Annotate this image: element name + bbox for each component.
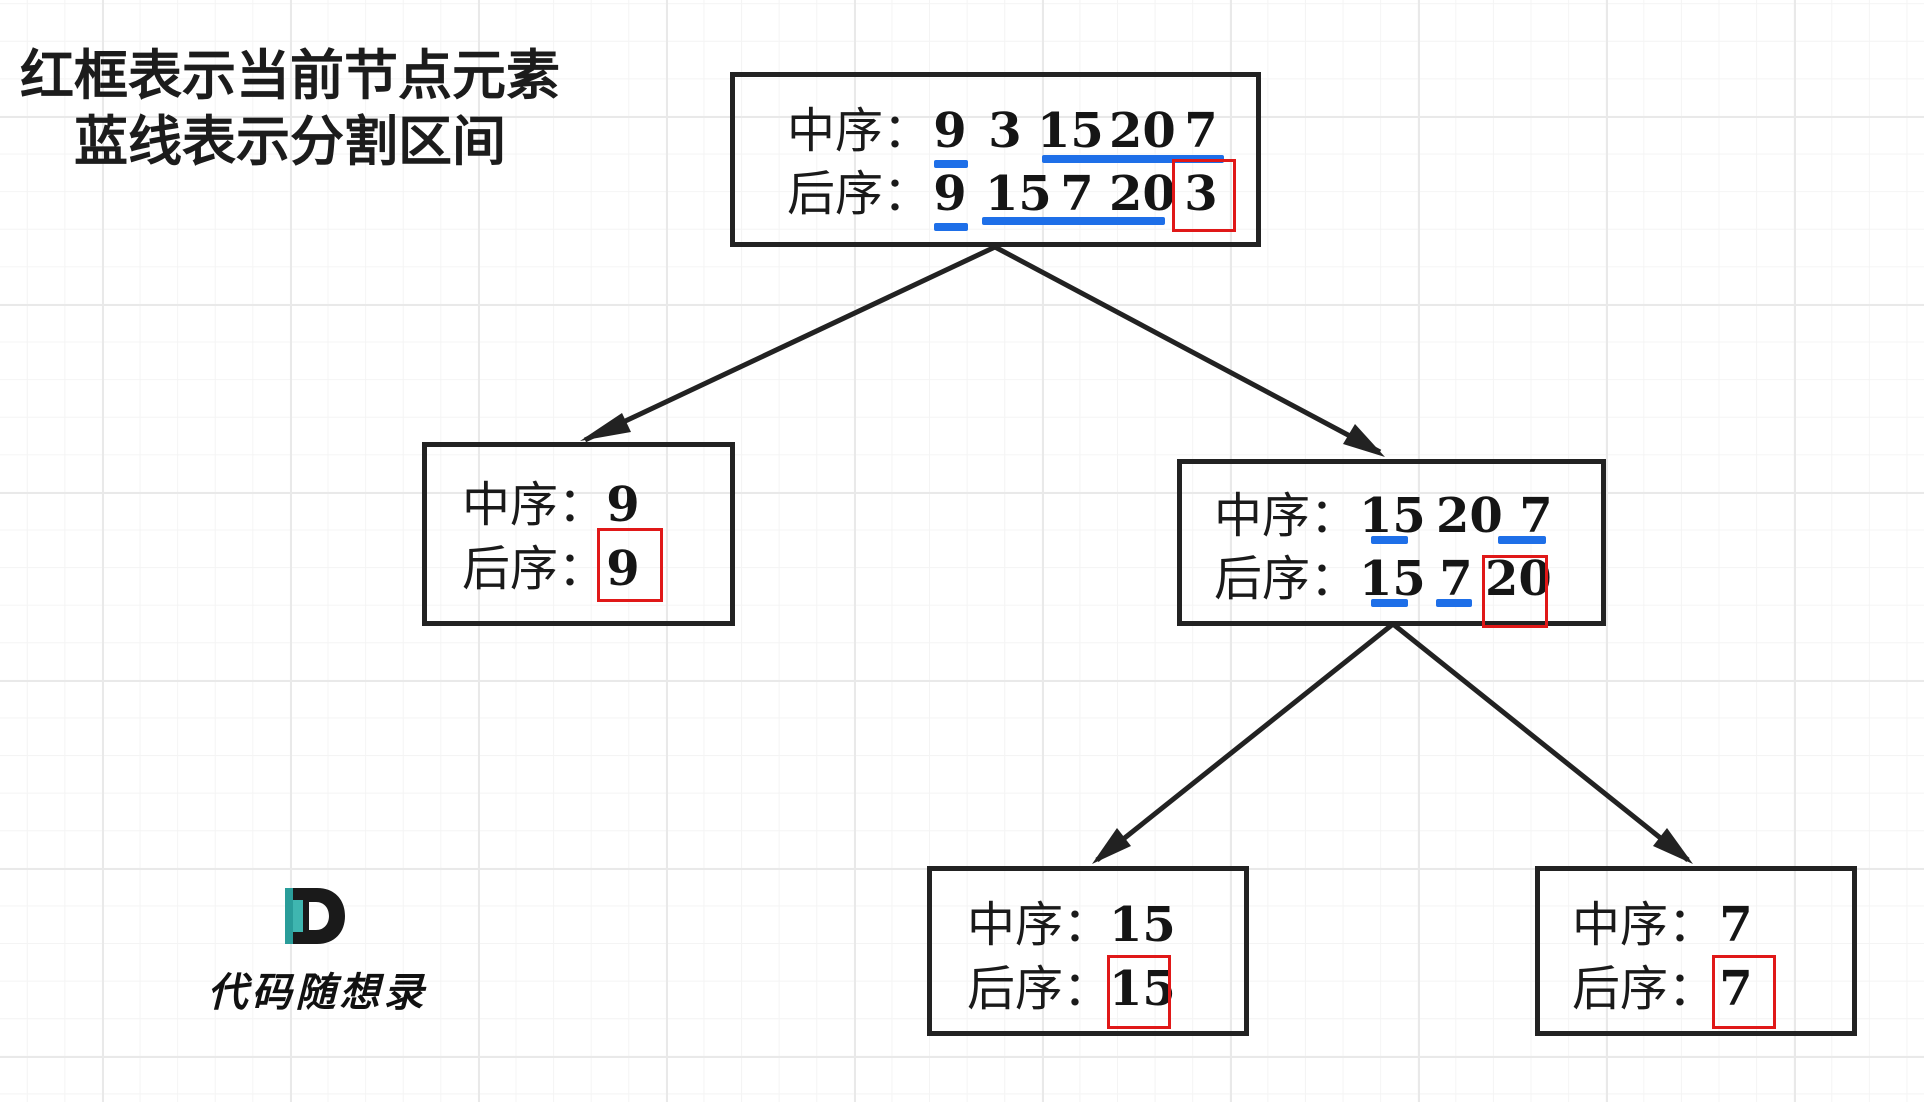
current-node-box (1712, 955, 1776, 1029)
root-postorder-value: 3 (1184, 166, 1218, 222)
inorder-label: 中序： (967, 897, 1112, 953)
root-postorder-value: 7 (1060, 166, 1094, 222)
postorder-label: 后序： (1572, 961, 1717, 1017)
rightleft-postorder-row: 后序： 15 (932, 957, 1242, 1021)
left-postorder-row: 后序： 9 (427, 537, 727, 601)
node-right: 中序： 15 20 7 后序： 15 7 20 (1177, 459, 1606, 628)
inorder-label: 中序： (1214, 488, 1359, 544)
root-inorder-value: 3 (988, 103, 1022, 159)
left-postorder-value: 9 (606, 541, 640, 597)
right-inorder-row: 中序： 15 20 7 (1182, 484, 1602, 548)
split-line (1436, 599, 1472, 607)
root-postorder-row: 后序： 9 15 7 20 3 (735, 162, 1255, 226)
current-node-box (597, 528, 663, 602)
edge-root-left-arrowhead (580, 413, 631, 441)
node-left: 中序： 9 后序： 9 (422, 442, 735, 626)
rightright-postorder-row: 后序： 7 (1540, 957, 1850, 1021)
split-line (934, 223, 968, 231)
rightright-postorder-value: 7 (1719, 961, 1753, 1017)
legend-line-red-box: 红框表示当前节点元素 (20, 43, 560, 107)
logo: 代码随想录 (195, 880, 440, 1020)
logo-d-icon (285, 888, 345, 944)
current-node-box (1482, 555, 1548, 628)
node-root: 中序： 9 3 15 20 7 后序： 9 15 7 20 3 (730, 72, 1261, 247)
right-postorder-row: 后序： 15 7 20 (1182, 547, 1602, 611)
split-line (1042, 155, 1224, 163)
logo-text: 代码随想录 (207, 970, 428, 1016)
right-inorder-value: 20 (1436, 488, 1503, 544)
postorder-label: 后序： (787, 166, 932, 222)
rightleft-inorder-value: 15 (1109, 897, 1176, 953)
legend: 红框表示当前节点元素 蓝线表示分割区间 (20, 42, 560, 174)
split-line (982, 217, 1165, 225)
split-line (1371, 536, 1408, 544)
root-postorder-value: 20 (1109, 166, 1176, 222)
rightleft-inorder-row: 中序： 15 (932, 893, 1242, 957)
edge-right-rightright-arrowhead (1653, 828, 1693, 864)
root-inorder-value: 9 (933, 103, 967, 159)
right-postorder-value: 7 (1439, 551, 1473, 607)
root-inorder-value: 20 (1109, 103, 1176, 159)
inorder-label: 中序： (462, 477, 607, 533)
inorder-label: 中序： (787, 103, 932, 159)
right-inorder-value: 15 (1359, 488, 1426, 544)
current-node-box (1107, 955, 1171, 1029)
root-postorder-value: 9 (933, 166, 967, 222)
legend-line-blue-line: 蓝线表示分割区间 (74, 109, 506, 173)
left-inorder-row: 中序： 9 (427, 473, 727, 537)
split-line (1371, 599, 1408, 607)
right-postorder-value: 15 (1359, 551, 1426, 607)
postorder-label: 后序： (967, 961, 1112, 1017)
edge-root-left (583, 244, 997, 443)
root-inorder-value: 7 (1184, 103, 1218, 159)
postorder-label: 后序： (462, 541, 607, 597)
inorder-label: 中序： (1572, 897, 1717, 953)
split-line (1498, 536, 1546, 544)
root-inorder-row: 中序： 9 3 15 20 7 (735, 99, 1255, 163)
left-inorder-value: 9 (606, 477, 640, 533)
root-inorder-value: 15 (1037, 103, 1104, 159)
rightright-inorder-value: 7 (1719, 897, 1753, 953)
edge-right-rightright (1391, 622, 1690, 862)
node-right-left: 中序： 15 后序： 15 (927, 866, 1249, 1036)
split-line (934, 160, 968, 168)
postorder-label: 后序： (1214, 551, 1359, 607)
rightright-inorder-row: 中序： 7 (1540, 893, 1850, 957)
rightleft-postorder-value: 15 (1109, 961, 1176, 1017)
edge-right-rightleft (1095, 622, 1395, 862)
edge-root-right-arrowhead (1343, 424, 1385, 457)
edge-right-rightleft-arrowhead (1092, 828, 1131, 864)
current-node-box (1172, 159, 1236, 232)
root-postorder-value: 15 (985, 166, 1052, 222)
edge-root-right (993, 244, 1382, 455)
node-right-right: 中序： 7 后序： 7 (1535, 866, 1857, 1036)
right-inorder-value: 7 (1519, 488, 1553, 544)
right-postorder-value: 20 (1485, 551, 1552, 607)
